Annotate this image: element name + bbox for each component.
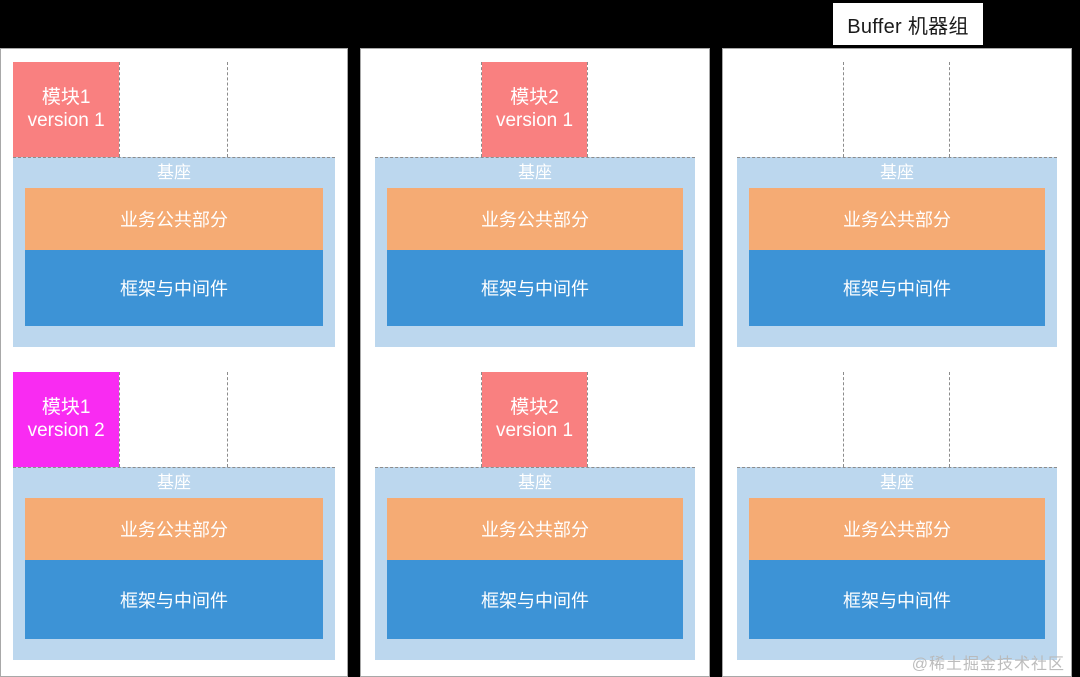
module-slot-empty[interactable] bbox=[228, 372, 335, 467]
module-slot-band bbox=[737, 372, 1057, 467]
framework-middleware-band: 框架与中间件 bbox=[25, 560, 323, 639]
module-slot-empty[interactable] bbox=[588, 62, 695, 157]
base-container: 基座 业务公共部分 框架与中间件 bbox=[737, 467, 1057, 660]
machine-2-1: 模块2 version 1 基座 业务公共部分 框架与中间件 bbox=[361, 54, 709, 359]
base-label: 基座 bbox=[518, 473, 552, 492]
module-slot-empty[interactable] bbox=[228, 62, 335, 157]
machine-group-3-buffer: 基座 业务公共部分 框架与中间件 基座 业务公共部分 框架与中间件 bbox=[722, 48, 1072, 677]
machine-3-2: 基座 业务公共部分 框架与中间件 bbox=[723, 364, 1071, 673]
machine-group-2: 模块2 version 1 基座 业务公共部分 框架与中间件 bbox=[360, 48, 710, 677]
machine-group-columns: 模块1 version 1 基座 业务公共部分 框架与中间件 bbox=[0, 48, 1080, 677]
module-slot-empty[interactable] bbox=[844, 372, 951, 467]
module-version: version 2 bbox=[27, 419, 105, 441]
module-slot-band: 模块2 version 1 bbox=[375, 62, 695, 157]
module-slot-empty[interactable] bbox=[120, 62, 228, 157]
module-slot-empty[interactable] bbox=[950, 372, 1057, 467]
module-slot-empty[interactable] bbox=[844, 62, 951, 157]
module-chip-upgraded[interactable]: 模块1 version 2 bbox=[13, 372, 120, 467]
business-common-band: 业务公共部分 bbox=[25, 188, 323, 250]
base-container: 基座 业务公共部分 框架与中间件 bbox=[375, 467, 695, 660]
framework-middleware-band: 框架与中间件 bbox=[387, 560, 683, 639]
buffer-group-title-label: Buffer 机器组 bbox=[847, 15, 969, 38]
module-slot[interactable]: 模块2 version 1 bbox=[481, 62, 589, 157]
framework-middleware-band: 框架与中间件 bbox=[749, 560, 1045, 639]
framework-middleware-band: 框架与中间件 bbox=[387, 250, 683, 326]
base-label: 基座 bbox=[880, 163, 914, 182]
machine-1-1: 模块1 version 1 基座 业务公共部分 框架与中间件 bbox=[1, 54, 347, 359]
module-slot-empty[interactable] bbox=[737, 372, 844, 467]
base-label: 基座 bbox=[880, 473, 914, 492]
module-slot-band: 模块1 version 1 bbox=[13, 62, 335, 157]
module-name: 模块1 bbox=[41, 87, 91, 109]
module-version: version 1 bbox=[495, 419, 574, 441]
framework-middleware-band: 框架与中间件 bbox=[25, 250, 323, 326]
business-common-band: 业务公共部分 bbox=[387, 498, 683, 560]
module-slot-empty[interactable] bbox=[375, 372, 482, 467]
module-slot-empty[interactable] bbox=[120, 372, 228, 467]
base-container: 基座 业务公共部分 框架与中间件 bbox=[13, 157, 335, 347]
module-name: 模块2 bbox=[510, 397, 559, 419]
module-chip[interactable]: 模块2 version 1 bbox=[481, 372, 588, 467]
module-slot[interactable]: 模块1 version 2 bbox=[13, 372, 121, 467]
business-common-band: 业务公共部分 bbox=[749, 498, 1045, 560]
base-label: 基座 bbox=[157, 163, 191, 182]
machine-2-2: 模块2 version 1 基座 业务公共部分 框架与中间件 bbox=[361, 364, 709, 673]
module-version: version 1 bbox=[27, 109, 105, 131]
business-common-band: 业务公共部分 bbox=[749, 188, 1045, 250]
module-name: 模块1 bbox=[41, 397, 91, 419]
module-slot-empty[interactable] bbox=[737, 62, 844, 157]
module-chip[interactable]: 模块1 version 1 bbox=[13, 62, 120, 157]
base-container: 基座 业务公共部分 框架与中间件 bbox=[737, 157, 1057, 347]
base-label: 基座 bbox=[157, 473, 191, 492]
module-slot-band: 模块1 version 2 bbox=[13, 372, 335, 467]
base-label: 基座 bbox=[518, 163, 552, 182]
machine-group-1: 模块1 version 1 基座 业务公共部分 框架与中间件 bbox=[0, 48, 348, 677]
module-slot-empty[interactable] bbox=[375, 62, 482, 157]
base-container: 基座 业务公共部分 框架与中间件 bbox=[375, 157, 695, 347]
watermark: @稀土掘金技术社区 bbox=[911, 656, 1065, 673]
machine-1-2: 模块1 version 2 基座 业务公共部分 框架与中间件 bbox=[1, 364, 347, 673]
base-container: 基座 业务公共部分 框架与中间件 bbox=[13, 467, 335, 660]
module-slot[interactable]: 模块2 version 1 bbox=[481, 372, 589, 467]
machine-3-1: 基座 业务公共部分 框架与中间件 bbox=[723, 54, 1071, 359]
module-slot[interactable]: 模块1 version 1 bbox=[13, 62, 121, 157]
module-name: 模块2 bbox=[510, 87, 559, 109]
business-common-band: 业务公共部分 bbox=[25, 498, 323, 560]
module-slot-empty[interactable] bbox=[950, 62, 1057, 157]
module-chip[interactable]: 模块2 version 1 bbox=[481, 62, 588, 157]
module-slot-band bbox=[737, 62, 1057, 157]
module-slot-band: 模块2 version 1 bbox=[375, 372, 695, 467]
buffer-group-title: Buffer 机器组 bbox=[833, 3, 983, 45]
business-common-band: 业务公共部分 bbox=[387, 188, 683, 250]
module-slot-empty[interactable] bbox=[588, 372, 695, 467]
framework-middleware-band: 框架与中间件 bbox=[749, 250, 1045, 326]
module-version: version 1 bbox=[495, 109, 574, 131]
